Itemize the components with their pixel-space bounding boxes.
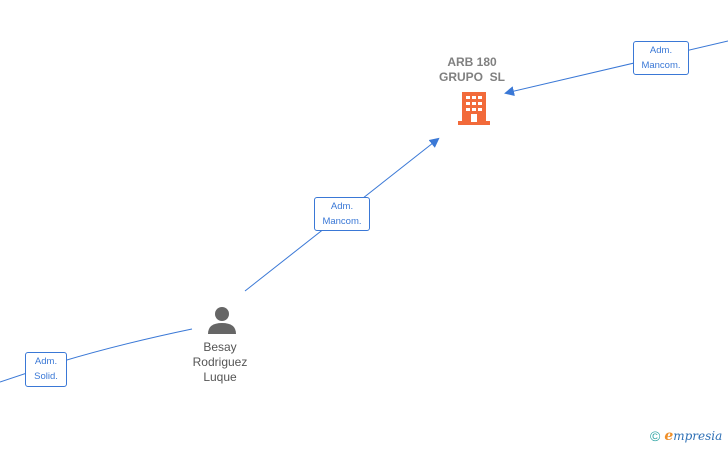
brand-logo: empresia	[664, 428, 723, 444]
company-name[interactable]: ARB 180 GRUPO SL	[422, 55, 522, 85]
edge-label-person-to-company[interactable]: Adm. Mancom.	[314, 197, 370, 231]
person-name-line2: Rodriguez	[192, 355, 248, 369]
company-name-line1: ARB 180	[447, 55, 497, 69]
footer-brand: © empresia	[650, 428, 722, 444]
person-icon[interactable]	[207, 305, 237, 335]
person-name-line3: Luque	[203, 370, 237, 384]
person-name-line1: Besay	[203, 340, 237, 354]
edge-label-external-to-company[interactable]: Adm. Mancom.	[633, 41, 689, 75]
copyright-symbol: ©	[650, 428, 661, 444]
person-name[interactable]: Besay Rodriguez Luque	[170, 340, 270, 385]
edge-line-external-to-company	[504, 40, 728, 97]
company-name-line2: GRUPO SL	[438, 70, 505, 84]
edge-label-external-to-person[interactable]: Adm. Solid.	[25, 352, 67, 387]
building-icon[interactable]	[458, 90, 490, 126]
